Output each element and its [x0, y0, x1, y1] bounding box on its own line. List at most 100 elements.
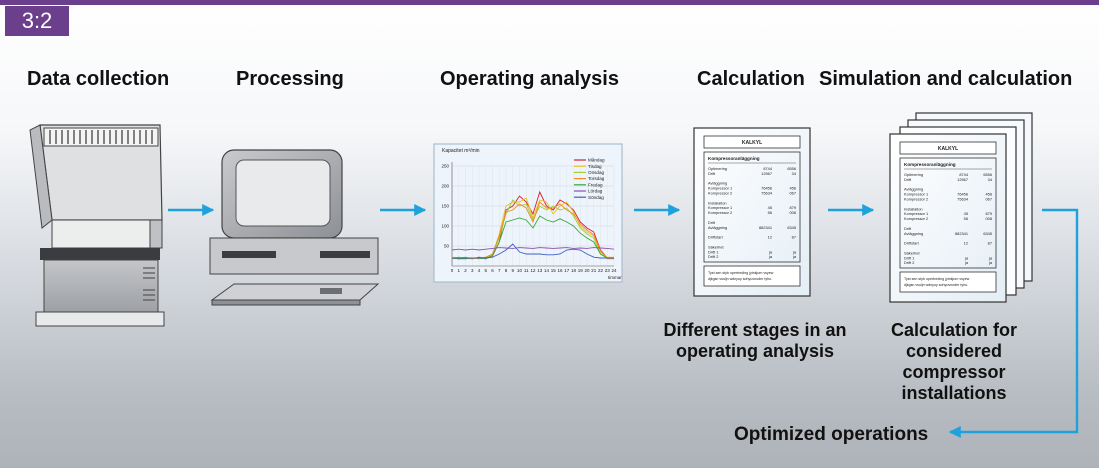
doc-row-value: ja — [964, 255, 969, 260]
chart-x-tick-label: 15 — [551, 268, 557, 273]
chart-series-line — [451, 247, 615, 251]
chart-x-tick-label: 0 — [451, 268, 454, 273]
figure-number-badge: 3:2 — [5, 6, 69, 36]
chart-x-tick-label: 8 — [505, 268, 508, 273]
chart-y-tick-label: 150 — [441, 204, 449, 209]
chart-x-tick-label: 21 — [591, 268, 597, 273]
doc-row-label: Driftstart — [904, 241, 920, 246]
doc-row-label: Avläggning — [708, 225, 727, 230]
doc-row-value: ja — [964, 260, 969, 265]
doc-row-label: Kompressor 2 — [904, 197, 928, 202]
doc-row-label: Säkerhet — [904, 250, 920, 255]
doc-row-label: Drift 2 — [708, 254, 718, 259]
chart-x-tick-label: 24 — [611, 268, 617, 273]
chart-series-line — [452, 243, 614, 259]
doc-row-value: 45 — [964, 211, 968, 216]
chart-y-label: Kapacitet m³/min — [442, 148, 480, 154]
doc-row-value: 45 — [768, 205, 772, 210]
chart-x-tick-label: 12 — [530, 268, 536, 273]
chart-y-tick-label: 250 — [441, 164, 449, 169]
doc-row-value: 008 — [790, 210, 797, 215]
doc-row-value: 456 — [986, 192, 993, 197]
doc-footer-line: djkgsn vsuljn wdnyuy sohyuvnoder tyhu. — [904, 283, 968, 287]
chart-legend-label: Söndag — [588, 195, 604, 200]
chart-legend-label: Lördag — [588, 189, 603, 194]
doc-row-label: Kompressor 2 — [708, 191, 732, 196]
doc-row-value: 6556 — [787, 166, 796, 171]
chart-x-tick-label: 1 — [457, 268, 460, 273]
chart-legend-label: Måndag — [588, 157, 605, 163]
chart-x-tick-label: 22 — [598, 268, 604, 273]
doc-body-box — [899, 157, 997, 269]
doc-row-value: 6556 — [983, 172, 992, 177]
doc-row-value: 6345 — [787, 225, 796, 230]
stage-label-data-collection: Data collection — [27, 68, 170, 90]
chart-x-tick-label: 13 — [537, 268, 543, 273]
chart-x-tick-label: 4 — [478, 268, 481, 273]
chart-x-tick-label: 2 — [464, 268, 467, 273]
doc-row-label: Kompressor 1 — [708, 205, 732, 210]
chart-x-tick-label: 17 — [564, 268, 570, 273]
doc-row-label: Drift — [904, 226, 912, 231]
top-accent-bar — [0, 0, 1099, 5]
chart-series-line — [451, 199, 614, 260]
chart-y-tick-label: 50 — [444, 244, 450, 249]
doc-body-box — [703, 151, 801, 263]
chart-x-tick-label: 20 — [584, 268, 590, 273]
chart-x-tick-label: 6 — [491, 268, 494, 273]
doc-row-label: Avläggning — [708, 181, 727, 186]
chart-x-tick-label: 7 — [498, 268, 501, 273]
chart-x-tick-label: 19 — [578, 268, 584, 273]
arrow-return-icon — [948, 208, 1079, 438]
doc-row-value: 56 — [964, 216, 968, 221]
doc-row-label: Kompressor 1 — [904, 192, 928, 197]
chart-legend-label: Onsdag — [588, 170, 605, 175]
doc-row-value: 75634 — [761, 191, 773, 196]
chart-legend-label: Tisdag — [588, 164, 602, 169]
doc-header: KALKYL — [742, 140, 762, 146]
doc-row-value: ja — [988, 260, 993, 265]
doc-row-value: 12567 — [957, 177, 968, 182]
chart-x-tick-label: 14 — [544, 268, 550, 273]
doc-row-value: 067 — [986, 197, 993, 202]
doc-row-label: Driftstart — [708, 235, 724, 240]
doc-row-value: 456 — [790, 186, 797, 191]
doc-header-box — [703, 135, 801, 149]
doc-footer-line: Tyst sen styb opertreding jytnkjum vsyew — [708, 271, 774, 275]
optimized-operations-label: Optimized operations — [734, 424, 929, 445]
doc-row-label: Avläggning — [904, 187, 923, 192]
chart-y-tick-label: 200 — [441, 184, 449, 189]
doc-header: KALKYL — [938, 146, 958, 152]
doc-row-label: Drift — [708, 220, 716, 225]
data-logger-icon — [29, 124, 165, 327]
chart-legend-label: Torsdag — [588, 176, 605, 181]
caption-calculation: Different stages in an operating analysi… — [663, 320, 847, 361]
doc-row-value: 12 — [768, 235, 772, 240]
doc-row-label: Drift 1 — [708, 249, 718, 254]
stage-label-processing: Processing — [236, 68, 344, 90]
chart-x-tick-label: 9 — [511, 268, 514, 273]
flow-arrows — [168, 204, 1079, 438]
doc-row-value: 8744 — [763, 166, 772, 171]
chart-legend-label: Fredag — [588, 182, 603, 187]
doc-row-value: 879 — [986, 211, 993, 216]
doc-row-label: Kompressor 2 — [904, 216, 928, 221]
doc-row-value: 34 — [988, 177, 993, 182]
doc-row-label: Drift 1 — [904, 255, 914, 260]
doc-row-value: 87 — [988, 241, 992, 246]
doc-row-value: 008 — [986, 216, 993, 221]
chart-x-tick-label: 23 — [605, 268, 611, 273]
chart-y-tick-label: 100 — [441, 224, 449, 229]
doc-row-label: Kompressor 1 — [708, 186, 732, 191]
chart-x-tick-label: 11 — [524, 268, 529, 273]
doc-row-label: Optimering — [708, 166, 727, 171]
doc-row-value: 75634 — [957, 197, 969, 202]
chart-x-tick-label: 16 — [557, 268, 563, 273]
doc-row-label: Installation — [708, 200, 727, 205]
doc-row-label: Drift — [708, 171, 716, 176]
doc-row-value: 6345 — [983, 231, 992, 236]
computer-icon — [209, 149, 380, 306]
